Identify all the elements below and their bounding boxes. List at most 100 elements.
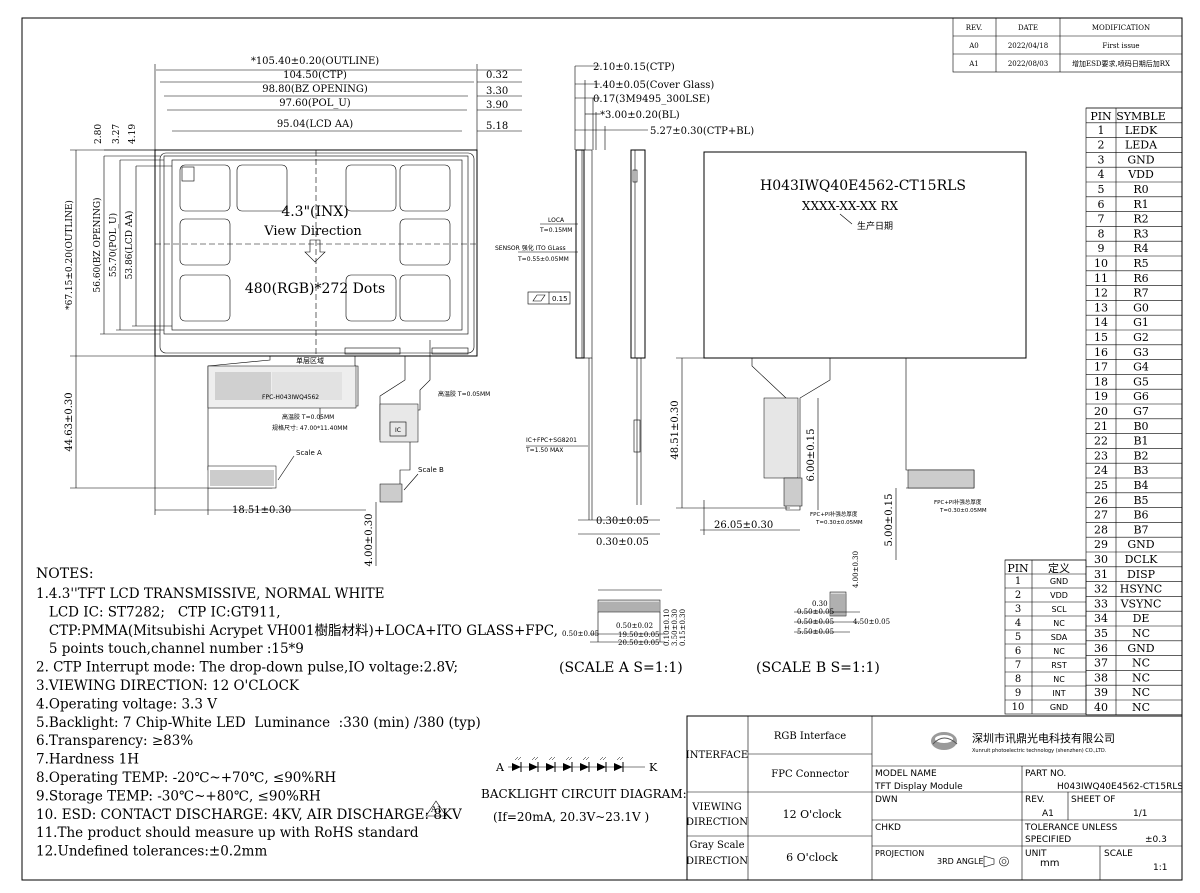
scale-a-dim-6: 0.15±0.30	[679, 609, 687, 646]
tb-partno-label: PART NO.	[1025, 769, 1066, 779]
pin-main-symbol: G5	[1133, 375, 1149, 388]
back-fpc-note-2: FPC+PI补强总厚度	[934, 498, 982, 506]
back-outline	[703, 151, 1027, 359]
scale-a-callout: Scale A	[296, 449, 322, 457]
pin-main-number: 16	[1094, 346, 1108, 359]
dim-bz-opening-width: 98.80(BZ OPENING)	[262, 84, 368, 95]
pin-ctp-number: 6	[1015, 646, 1021, 657]
single-layer-label: 单层区域	[296, 356, 324, 365]
pin-main-number: 23	[1094, 449, 1108, 462]
pin-ctp-number: 3	[1015, 604, 1021, 615]
pin-main-number: 34	[1094, 612, 1108, 625]
corner-marker-icon	[181, 166, 195, 182]
back-date-code: XXXX-XX-XX RX	[802, 199, 899, 213]
led-icon	[546, 763, 555, 771]
scale-a-dim-1: 0.50±0.02	[616, 622, 653, 630]
pin-main-symbol: B5	[1133, 494, 1148, 507]
rev-row-1-date: 2022/08/03	[1008, 60, 1048, 68]
title-block: INTERFACE RGB Interface FPC Connector VI…	[686, 715, 1183, 881]
touch-key	[179, 274, 231, 322]
pin-main-symbol: DCLK	[1125, 553, 1159, 566]
pin-ctp-number: 1	[1015, 576, 1021, 587]
tb-unit-label: UNIT	[1025, 849, 1047, 859]
scale-a-dim-3: 20.50±0.05	[618, 639, 660, 647]
rev-row-0-mod: First issue	[1102, 42, 1139, 50]
sensor-label: SENSOR 强化 ITO GLass	[495, 244, 566, 252]
notes-title: NOTES:	[36, 566, 94, 582]
notes-rev-mark: A1	[430, 805, 442, 814]
pin-main-number: 22	[1094, 435, 1108, 448]
dim-right-2: 3.90	[486, 100, 508, 111]
size-label: 4.3"(INX)	[281, 204, 348, 220]
tb-gray-val: 6 O'clock	[786, 851, 838, 864]
led-icon	[580, 763, 589, 771]
spec-note: 规格尺寸: 47.00*11.40MM	[272, 424, 348, 432]
scale-b-dim-5: 4.00±0.30	[852, 551, 860, 588]
tb-unit: mm	[1040, 858, 1059, 869]
side-view: 2.10±0.15(CTP) 1.40±0.05(Cover Glass) 0.…	[495, 62, 754, 548]
view-direction-arrow-icon	[304, 239, 326, 263]
fpc-part-label: FPC-H043IWQ4562	[262, 394, 319, 401]
pin-main-symbol: R5	[1133, 257, 1148, 270]
tb-angle: 3RD ANGLE	[937, 857, 984, 866]
backlight-anode: A	[495, 761, 505, 774]
view-direction-label: View Direction	[263, 224, 362, 239]
pin-main-number: 4	[1098, 168, 1105, 181]
pin-main-symbol: R7	[1133, 287, 1148, 300]
company-name-en: Xunruit photoelectric technology (shenzh…	[972, 748, 1107, 754]
pin-main-symbol: B0	[1133, 420, 1148, 433]
backlight-circuit: A K BACKLIGHT CIRCUIT DIAGRAM: (If=20mA,…	[481, 756, 687, 824]
pin-ctp-number: 7	[1015, 660, 1021, 671]
ic-fpc-label: IC+FPC+SG8201	[526, 437, 577, 444]
touch-key	[179, 164, 231, 212]
scale-b-dim-4: 4.50±0.05	[853, 618, 890, 626]
pin-ctp-number: 4	[1015, 618, 1021, 629]
pin-main-number: 37	[1094, 657, 1108, 670]
tb-rgb: RGB Interface	[774, 731, 846, 742]
front-fpc: 单层区域 FPC-H043IWQ4562 高温胶 T=0.05MM 规格尺寸: …	[207, 340, 490, 503]
pin-ctp-header-def: 定义	[1048, 561, 1070, 575]
note-line: 12.Undefined tolerances:±0.2mm	[36, 844, 267, 860]
dim-tl-2: 4.19	[128, 124, 138, 144]
tb-fpc: FPC Connector	[771, 769, 849, 780]
tb-dwn: DWN	[875, 795, 898, 805]
pin-main-symbol: R6	[1133, 272, 1148, 285]
dim-fpc-height: 44.63±0.30	[64, 392, 75, 451]
pin-main-symbol: R3	[1133, 227, 1148, 240]
pin-main-symbol: NC	[1132, 671, 1150, 684]
tb-gray: Gray Scale	[689, 840, 744, 851]
pin-main-header-pin: PIN	[1090, 110, 1112, 123]
dim-outline-width: *105.40±0.20(OUTLINE)	[251, 56, 379, 67]
dim-outline-height: *67.15±0.20(OUTLINE)	[64, 200, 75, 310]
led-icon	[614, 763, 623, 771]
pin-main-symbol: G6	[1133, 390, 1149, 403]
pin-ctp-symbol: GND	[1050, 703, 1068, 712]
pin-main-symbol: B4	[1133, 479, 1148, 492]
pin-main-symbol: NC	[1132, 657, 1150, 670]
pin-main-symbol: DE	[1133, 612, 1150, 625]
back-view: H043IWQ40E4562-CT15RLS XXXX-XX-XX RX 生产日…	[670, 151, 1027, 560]
dim-fpc-tail: 4.00±0.30	[364, 514, 375, 567]
pin-main-symbol: G4	[1133, 361, 1149, 374]
pin-main-symbol: G1	[1133, 316, 1149, 329]
front-horizontal-dims: *105.40±0.20(OUTLINE) 104.50(CTP) 98.80(…	[154, 56, 522, 150]
lcd-aa	[171, 159, 463, 331]
pin-main-symbol: LEDK	[1125, 124, 1158, 137]
note-line: 5.Backlight: 7 Chip-White LED Luminance …	[36, 715, 481, 731]
dim-back-fpc-height: 6.00±0.15	[806, 429, 817, 482]
pin-main-number: 39	[1094, 686, 1108, 699]
pin-main-number: 17	[1094, 361, 1108, 374]
pin-main-number: 29	[1094, 538, 1108, 551]
pin-main-number: 32	[1094, 583, 1108, 596]
pin-main-number: 8	[1098, 227, 1105, 240]
ic-label: IC	[395, 427, 401, 434]
pin-main-number: 12	[1094, 287, 1108, 300]
pin-main-number: 38	[1094, 671, 1108, 684]
pin-main-symbol: G3	[1133, 346, 1149, 359]
pin-main-symbol: VDD	[1127, 168, 1154, 181]
company-logo: 深圳市讯鼎光电科技有限公司 Xunruit photoelectric tech…	[931, 731, 1115, 754]
revision-table: REV. DATE MODIFICATION A0 2022/04/18 Fir…	[952, 17, 1183, 73]
glue-note: 高温胶 T=0.05MM	[282, 413, 334, 421]
